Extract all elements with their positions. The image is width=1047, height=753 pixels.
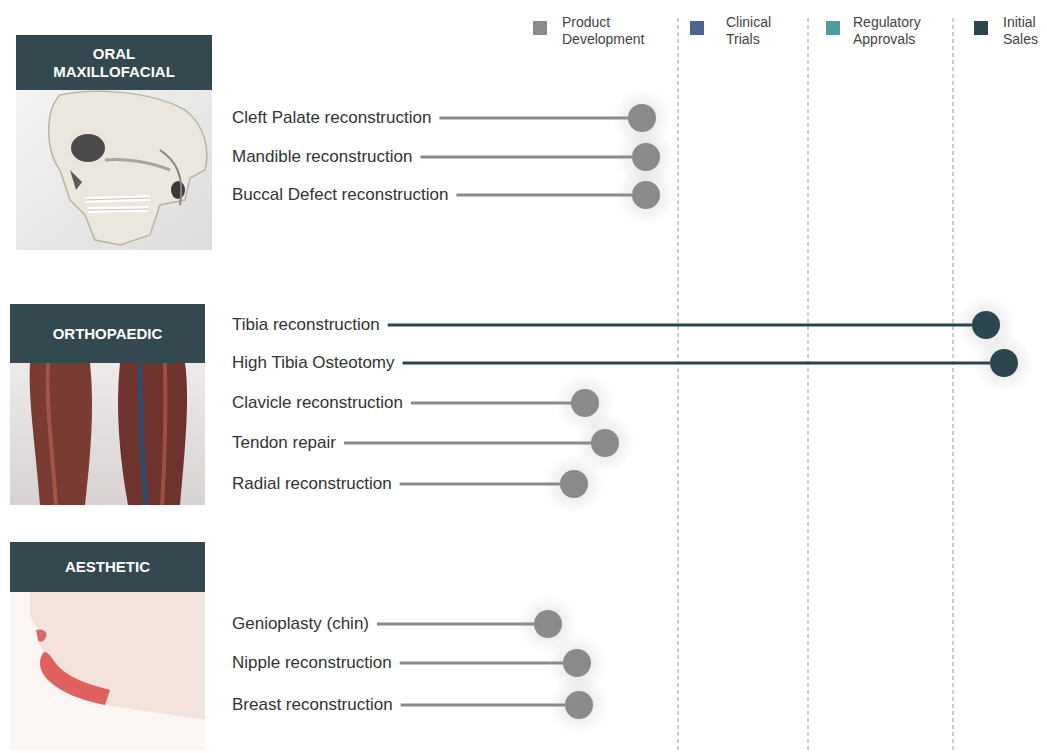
legend-label: Initial Sales [1003,14,1045,48]
muscle-stripe [48,363,56,505]
skull-cranium [49,91,207,245]
progress-dot [990,349,1018,377]
eye-socket [71,134,105,162]
legend-swatch [533,21,547,35]
divider-line [953,18,954,750]
indication-label: Genioplasty (chin) [232,613,369,635]
illustration-ground [10,363,205,505]
category-header: AESTHETIC [10,542,205,592]
face-profile [30,592,205,720]
indication-label: Nipple reconstruction [232,652,392,674]
progress-line [388,324,972,327]
progress-dot [565,691,593,719]
progress-line [420,156,632,159]
progress-line [344,442,591,445]
progress-line [401,704,565,707]
progress-dot [534,610,562,638]
legend-label: Product Development [562,14,662,48]
legend-swatch [826,21,840,35]
illustration-ground [16,90,212,250]
stage-dividers [678,18,953,750]
jaw-joint [160,150,181,205]
indication-label: Breast reconstruction [232,694,393,716]
category-header: ORAL MAXILLOFACIAL [16,35,212,90]
category-title: ORTHOPAEDIC [53,325,163,343]
legs-illustration [10,363,205,505]
progress-line [377,623,534,626]
category-title: ORAL MAXILLOFACIAL [39,45,189,81]
muscle-vein [140,363,146,505]
ear-hole [171,181,185,199]
progress-line [400,662,563,665]
legend-swatch [974,21,988,35]
face-illustration [10,592,205,750]
lips [36,629,46,641]
category-title: AESTHETIC [65,558,150,576]
category-header: ORTHOPAEDIC [10,304,205,363]
indication-label: Mandible reconstruction [232,146,412,168]
muscle-stripe [162,363,165,505]
indication-label: Cleft Palate reconstruction [232,107,431,129]
leg-muscle [118,363,187,505]
progress-dot [563,649,591,677]
divider-line [808,18,809,750]
leg-muscle [30,363,92,505]
skull-illustration [16,90,212,250]
indication-label: Tibia reconstruction [232,314,380,336]
indication-label: Clavicle reconstruction [232,392,403,414]
cheek-bone [105,159,170,170]
indication-label: High Tibia Osteotomy [232,352,395,374]
progress-dot [591,429,619,457]
chin-region [40,652,110,705]
progress-line [411,402,571,405]
progress-dot [632,181,660,209]
teeth-line [85,198,150,210]
legend-label: Regulatory Approvals [853,14,937,48]
progress-dot [571,389,599,417]
indication-label: Buccal Defect reconstruction [232,184,448,206]
progress-line [439,117,628,120]
teeth [85,198,150,210]
progress-dot [560,470,588,498]
divider-line [678,18,679,750]
progress-line [456,194,632,197]
indication-label: Radial reconstruction [232,473,392,495]
indication-label: Tendon repair [232,432,336,454]
illustration-ground [10,592,205,750]
progress-line [403,362,990,365]
legend-swatch [690,21,704,35]
progress-line [400,483,560,486]
legend-label: Clinical Trials [726,14,788,48]
nasal-cavity [70,170,82,190]
